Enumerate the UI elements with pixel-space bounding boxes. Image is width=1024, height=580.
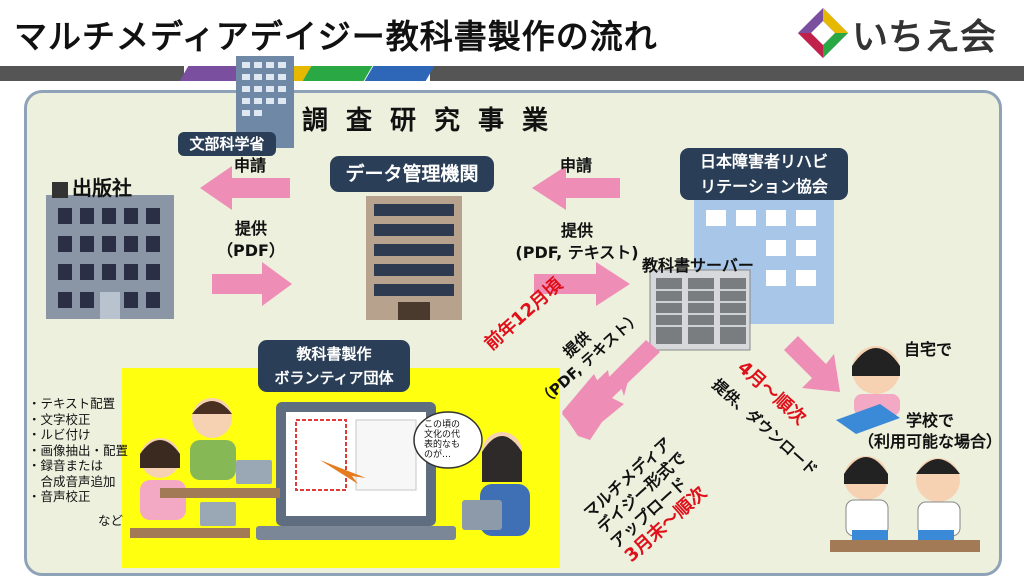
bubble-line: のが… [424,450,452,460]
task-item: ・文字校正 [28,411,91,427]
server-label: 教科書サーバー [642,256,754,275]
logo-text: いちえ会 [852,17,997,58]
task-item: ・画像抽出・配置 [28,442,129,458]
arrow-left-provide [212,262,292,306]
home-label: 自宅で [904,340,953,359]
task-item: 合成音声追加 [28,473,116,489]
bubble-line: 表的なも [424,440,461,450]
task-item: ・テキスト配置 [28,396,116,411]
server-rack-icon [649,269,751,351]
ichiekai-logo-icon [798,8,848,58]
arrow-right-request [532,166,620,210]
right-provide-line2: (PDF, テキスト) [515,243,639,262]
jsrpd-label: 日本障害者リハビ リテーション協会 [680,148,848,200]
data-agency-building-icon [366,196,462,320]
book-icon [52,181,68,198]
task-item: ・ルビ付け [28,427,91,442]
speech-bubble-icon [413,411,483,469]
right-provide-label: 提供 (PDF, テキスト) [502,220,652,264]
school-label-line1: 学校で [905,411,954,430]
page-title: マルチメディアデイジー教科書製作の流れ [14,17,658,56]
left-provide-line2: （PDF） [217,241,285,260]
laptop-icon [256,402,456,540]
right-provide-line1: 提供 [560,221,593,240]
students-at-school-icon [830,456,980,552]
publisher-building-icon [46,195,174,319]
volunteer-label: 教科書製作 ボランティア団体 [258,340,410,392]
bubble-line: この頃の [424,420,461,430]
jsrpd-label-line1: 日本障害者リハビ [699,152,828,171]
arrow-download [784,336,840,392]
right-request-label: 申請 [560,156,593,175]
publisher-label: 出版社 [52,172,132,201]
volunteer-label-line2: ボランティア団体 [274,369,394,387]
task-item: ・音声校正 [28,489,91,504]
jsrpd-label-line2: リテーション協会 [700,177,828,196]
mext-label: 文部科学省 [178,132,276,156]
flow-arrows [200,166,840,440]
volunteer-label-line1: 教科書製作 [296,345,372,363]
data-agency-label: データ管理機関 [330,156,494,192]
school-label-line2: （利用可能な場合） [857,432,1002,451]
arrow-right-provide [534,262,630,306]
task-item: ・録音または [28,458,104,473]
header-stripe [0,66,1024,81]
speech-bubble-text: この頃の 文化の代 表的なも のが… [424,420,474,460]
left-provide-label: 提供 （PDF） [216,218,286,262]
tasks-etc: など [98,513,124,528]
bubble-line: 文化の代 [424,430,461,440]
arrow-volunteer-exchange-2 [562,366,632,428]
volunteer-people-icon [130,398,530,538]
task-list: ・テキスト配置 ・文字校正 ・ルビ付け ・画像抽出・配置 ・録音または 合成音声… [28,396,128,505]
school-label: 学校で （利用可能な場合） [850,410,1010,452]
left-provide-line1: 提供 [234,219,267,238]
publisher-label-text: 出版社 [72,176,132,200]
survey-title: 調査研究事業 [302,106,567,136]
student-at-home-icon [836,346,900,434]
left-request-label: 申請 [234,156,267,175]
arrow-left-request [200,166,290,210]
